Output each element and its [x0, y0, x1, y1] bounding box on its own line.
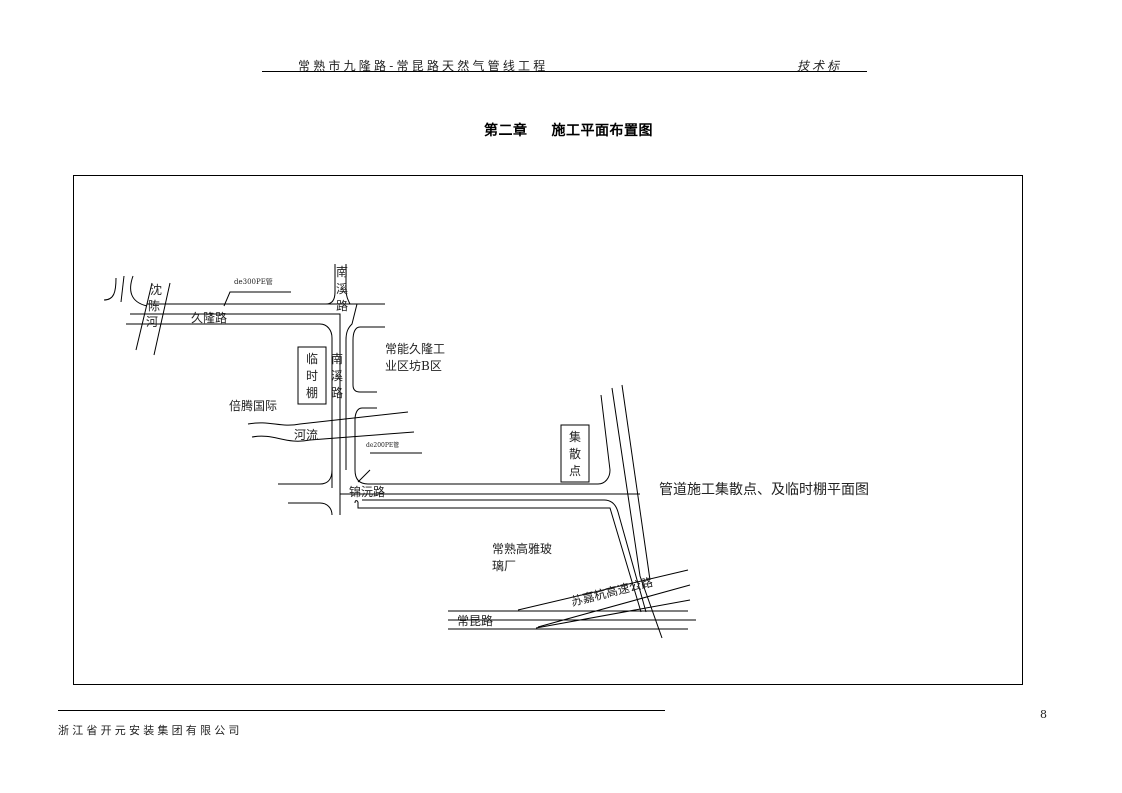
figure-frame	[73, 175, 1023, 685]
jiulong-road-lines	[126, 264, 385, 515]
label-temp-shed-1: 临	[306, 352, 318, 366]
label-jiulong-road: 久隆路	[191, 310, 227, 325]
label-nanxi-mid-3: 路	[331, 385, 343, 400]
nanxi-road-lines	[352, 326, 422, 483]
label-expressway: 苏嘉杭高速公路	[569, 574, 654, 609]
temp-shed-box	[297, 346, 327, 405]
label-river-shen-1: 沈	[150, 282, 162, 297]
label-pipe-de300: de300PE管	[234, 277, 273, 286]
expressway-lines	[448, 569, 696, 630]
label-changkun-road: 常昆路	[457, 613, 493, 628]
label-pipe-de200: de200PE管	[366, 441, 399, 449]
map-caption: 管道施工集散点、及临时棚平面图	[659, 481, 869, 498]
label-river-shen-3: 河	[146, 315, 158, 329]
label-collection-point-3: 点	[569, 464, 581, 478]
label-river-shen-2: 陈	[148, 298, 160, 313]
label-collection-point-2: 散	[569, 446, 581, 461]
jinyuan-road-lines	[278, 384, 663, 639]
chapter-heading: 第二章 施工平面布置图	[484, 120, 653, 140]
label-temp-shed-2: 时	[306, 369, 318, 383]
label-nanxi-top-2: 溪	[336, 282, 348, 296]
label-nanxi-top-3: 路	[336, 298, 348, 313]
header-doc-type: 技术标	[797, 59, 843, 73]
chapter-number: 第二章	[484, 123, 528, 139]
label-temp-shed-3: 棚	[306, 385, 318, 400]
label-industrial-zone-1: 常能久隆工	[385, 341, 445, 356]
label-river: 河流	[294, 428, 318, 442]
footer-company: 浙江省开元安装集团有限公司	[58, 724, 243, 737]
label-jinyuan-road: 锦沅路	[349, 484, 385, 499]
label-glass-factory-1: 常熟高雅玻	[492, 541, 552, 556]
label-nanxi-top-1: 南	[336, 264, 348, 279]
label-nanxi-mid-1: 南	[331, 351, 343, 366]
label-collection-point-1: 集	[569, 429, 581, 444]
river-shenchen-lines	[103, 275, 171, 356]
page-number: 8	[1040, 708, 1047, 721]
collection-point-box	[560, 424, 590, 483]
label-industrial-zone-2: 业区坊B区	[385, 358, 442, 373]
header-divider	[262, 71, 867, 72]
river-lines	[247, 411, 415, 442]
header-project-title: 常熟市九隆路-常昆路天然气管线工程	[298, 59, 549, 73]
chapter-title: 施工平面布置图	[551, 123, 653, 139]
label-beiteng: 倍腾国际	[229, 398, 277, 413]
label-glass-factory-2: 璃厂	[492, 559, 516, 573]
footer-divider	[58, 710, 665, 711]
label-nanxi-mid-2: 溪	[331, 369, 343, 383]
